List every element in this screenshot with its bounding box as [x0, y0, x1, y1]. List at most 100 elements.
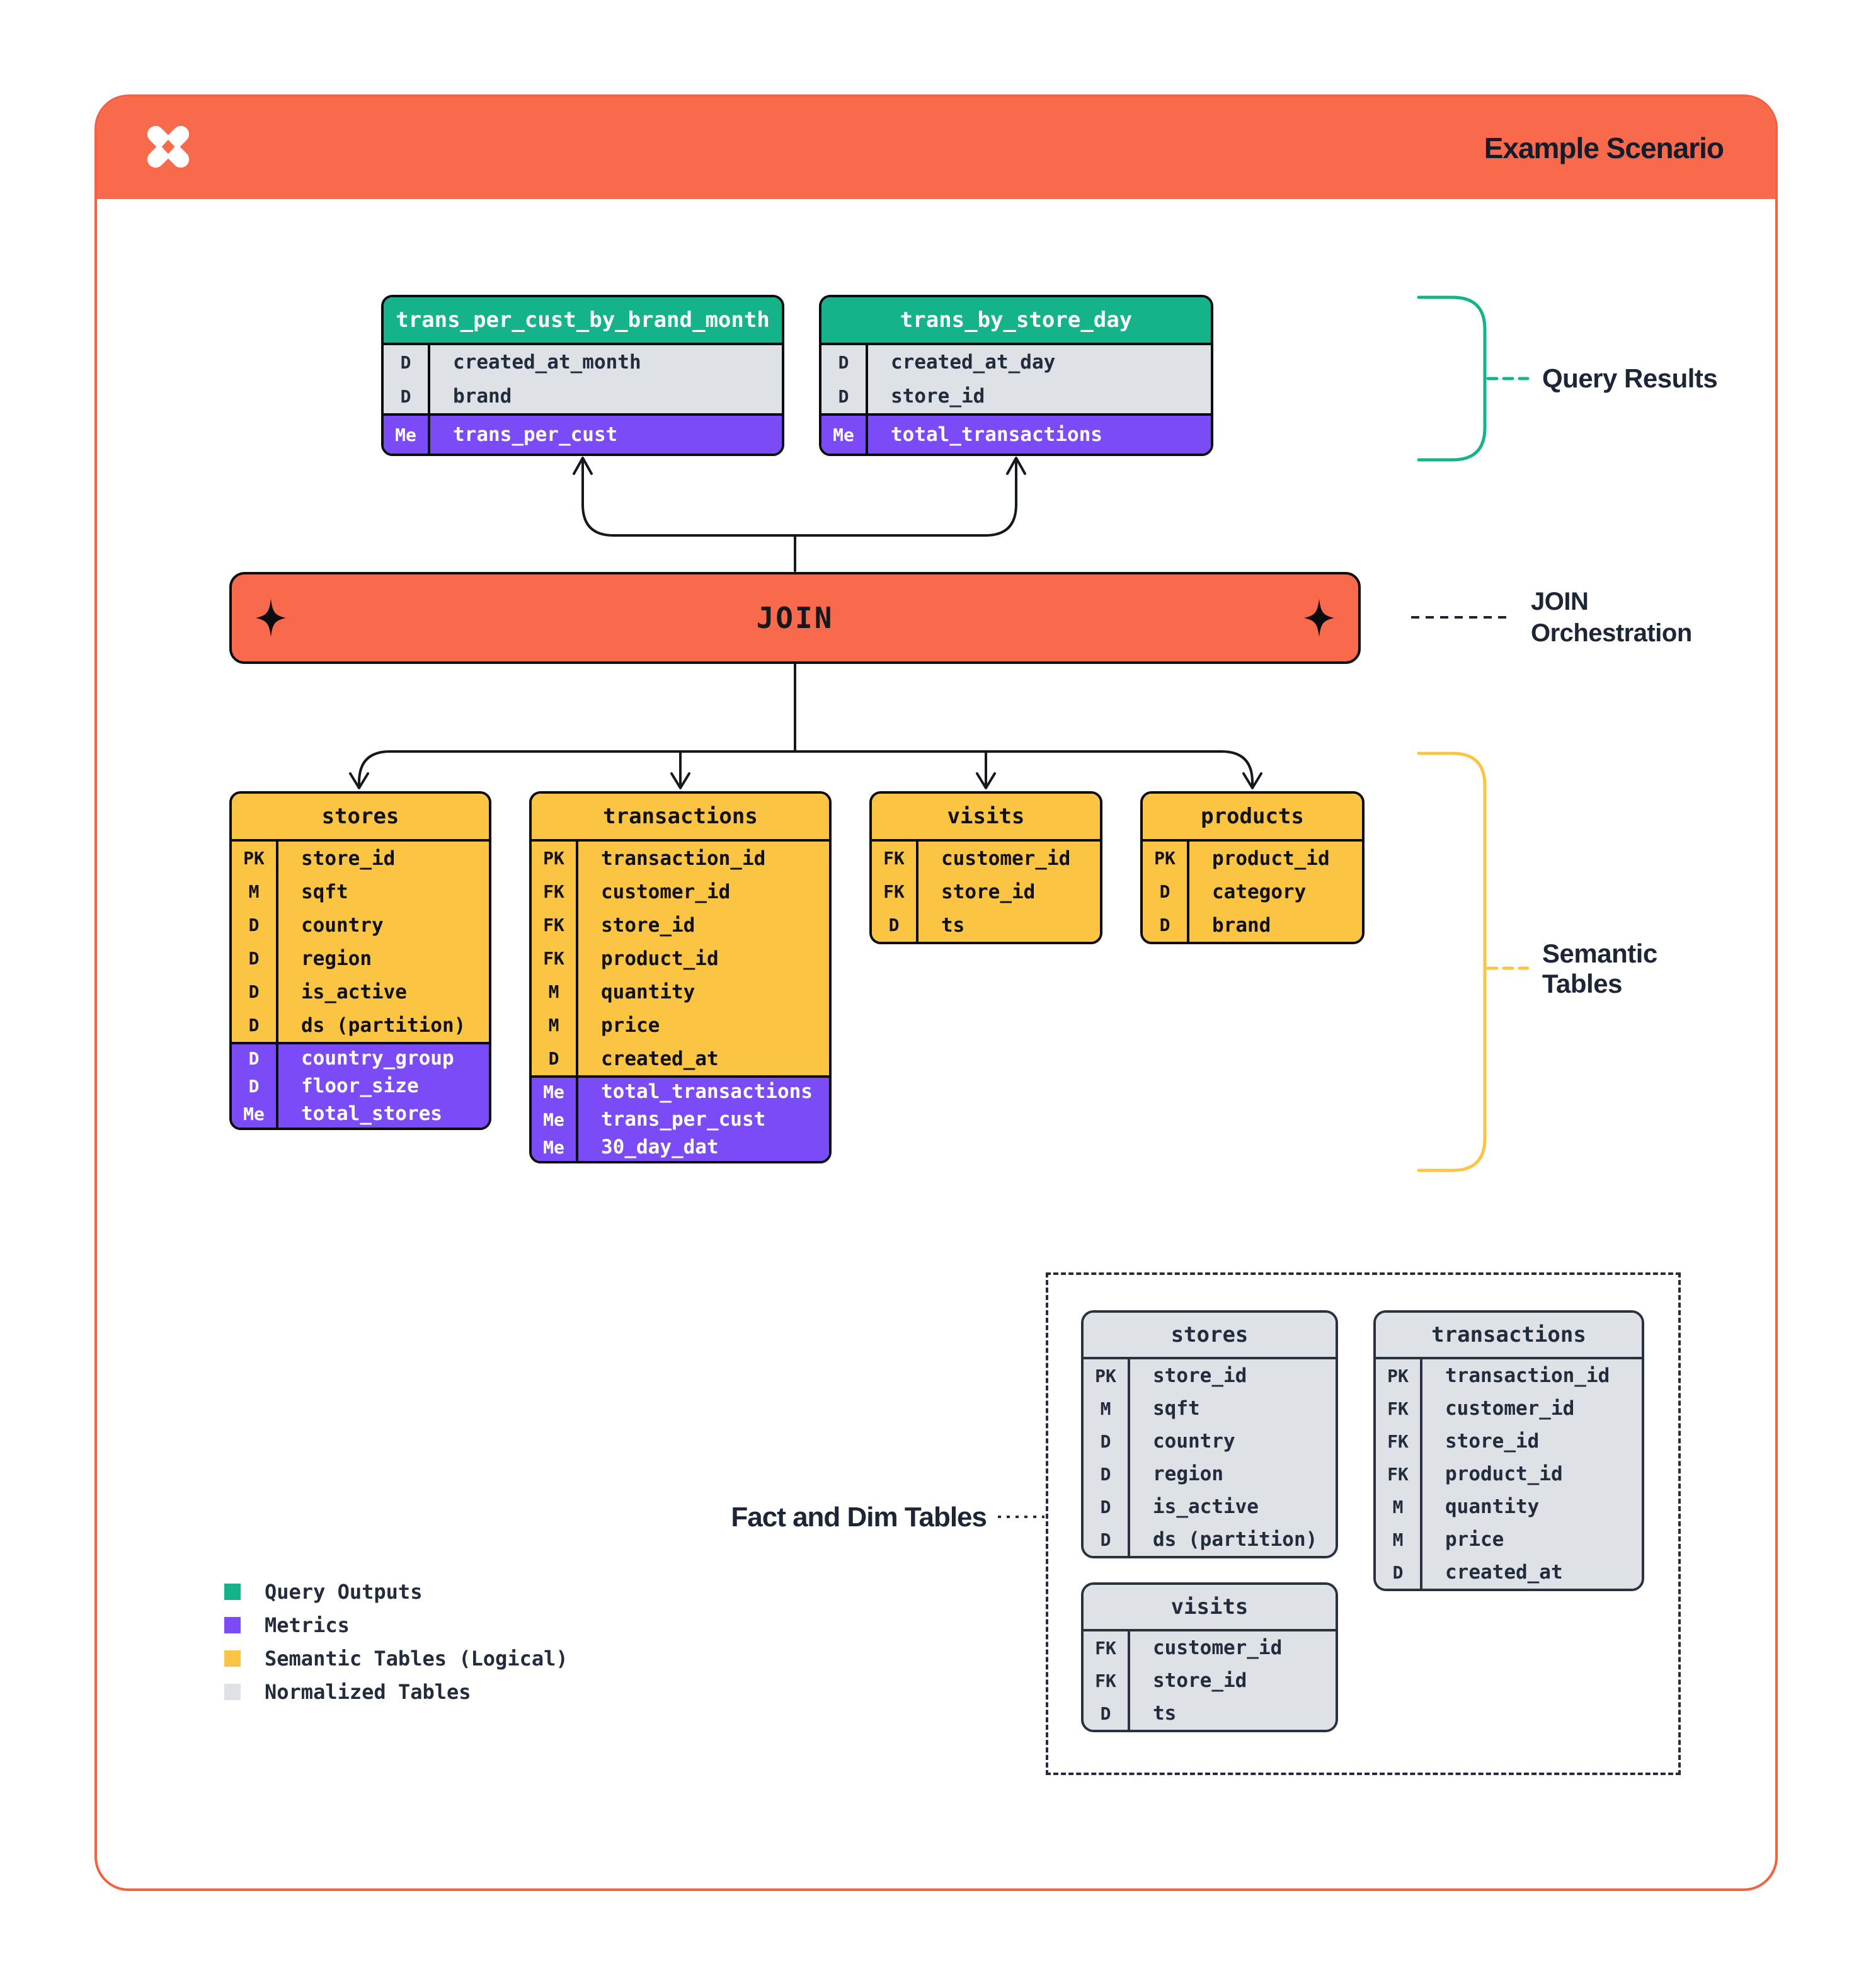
- join-orchestration-line2: Orchestration: [1531, 619, 1692, 647]
- column-name: quantity: [1445, 1495, 1540, 1518]
- column-name: country: [1153, 1430, 1235, 1453]
- legend-label: Normalized Tables: [265, 1679, 471, 1704]
- four-point-star-icon: [256, 598, 286, 637]
- column-tag: FK: [872, 875, 918, 908]
- column-name: customer_id: [601, 880, 731, 903]
- column-tag: FK: [1084, 1631, 1130, 1664]
- column-tag: M: [1084, 1392, 1130, 1425]
- column-tag: Me: [232, 1100, 278, 1128]
- column-tag: D: [232, 1044, 278, 1072]
- column-name: trans_per_cust: [601, 1108, 766, 1131]
- column-name: total_transactions: [891, 423, 1102, 446]
- column-tag: D: [1376, 1556, 1422, 1589]
- semantic-tables-line1: Semantic: [1542, 939, 1657, 968]
- legend-label: Query Outputs: [265, 1579, 423, 1604]
- column-tag: D: [232, 1008, 278, 1042]
- column-tag: FK: [532, 942, 578, 975]
- join-label: JOIN: [756, 601, 834, 635]
- column-name: customer_id: [1153, 1637, 1283, 1659]
- column-tag: D: [1084, 1697, 1130, 1730]
- column-name: category: [1212, 880, 1307, 903]
- column-tag: D: [821, 345, 868, 379]
- column-tag: D: [232, 908, 278, 942]
- column-name: brand: [1212, 913, 1271, 937]
- column-name: product_id: [1212, 847, 1330, 870]
- table-row: Me total_stores: [232, 1100, 489, 1128]
- column-name: created_at_month: [453, 351, 641, 374]
- column-tag: PK: [232, 842, 278, 875]
- column-tag: D: [1084, 1490, 1130, 1523]
- table-title: products: [1143, 794, 1362, 842]
- semantic-tables-line2: Tables: [1542, 969, 1622, 998]
- column-name: created_at: [601, 1047, 719, 1070]
- column-name: transaction_id: [601, 847, 766, 870]
- join-bar: JOIN: [229, 572, 1361, 664]
- column-tag: FK: [532, 875, 578, 908]
- column-name: is_active: [301, 980, 407, 1003]
- column-name: total_stores: [301, 1102, 442, 1125]
- column-tag: M: [232, 875, 278, 908]
- table-title: visits: [1084, 1585, 1336, 1631]
- column-name: store_id: [601, 913, 695, 937]
- legend-label: Semantic Tables (Logical): [265, 1646, 568, 1671]
- column-name: customer_id: [941, 847, 1071, 870]
- column-name: created_at_day: [891, 351, 1056, 374]
- column-name: created_at: [1445, 1561, 1563, 1584]
- column-tag: D: [872, 908, 918, 942]
- fact-dim-container: [1046, 1272, 1681, 1775]
- column-tag: FK: [532, 908, 578, 942]
- column-name: ds (partition): [301, 1014, 466, 1037]
- column-name: ds (partition): [1153, 1528, 1318, 1551]
- table-title: transactions: [1376, 1313, 1642, 1359]
- column-tag: PK: [1084, 1359, 1130, 1392]
- column-name: 30_day_dat: [601, 1136, 719, 1158]
- column-tag: Me: [384, 416, 430, 454]
- column-tag: D: [384, 345, 430, 379]
- table-row: FK customer_id: [532, 875, 829, 908]
- column-name: ts: [941, 913, 965, 937]
- table-row: FK customer_id: [1084, 1631, 1336, 1664]
- fact-dim-label: Fact and Dim Tables: [731, 1502, 987, 1533]
- column-tag: D: [1084, 1425, 1130, 1458]
- column-name: ts: [1153, 1702, 1177, 1725]
- column-tag: M: [1376, 1523, 1422, 1556]
- column-tag: D: [384, 379, 430, 413]
- column-name: price: [1445, 1528, 1504, 1551]
- table-title: trans_by_store_day: [821, 297, 1211, 345]
- semantic-tables-label: Semantic Tables: [1542, 939, 1657, 999]
- column-tag: FK: [1376, 1392, 1422, 1425]
- table-title: stores: [232, 794, 489, 842]
- column-name: region: [1153, 1463, 1223, 1485]
